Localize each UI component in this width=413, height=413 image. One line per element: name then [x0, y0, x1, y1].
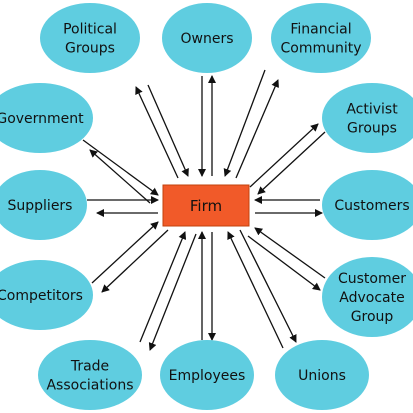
government-to-firm-arrow [82, 139, 159, 196]
political-groups-ellipse [40, 3, 140, 73]
suppliers-ellipse [0, 170, 87, 240]
competitors-to-firm-arrow [91, 221, 159, 284]
financial-community-from-firm-arrow [235, 79, 279, 179]
employees-node: Employees [160, 340, 254, 410]
firm-box [162, 184, 250, 227]
customer-advocate-group-label: Group [351, 309, 394, 325]
political-groups-label: Political [63, 22, 117, 38]
political-groups-label: Groups [65, 41, 115, 57]
employees-ellipse [160, 340, 254, 410]
employees-label: Employees [169, 368, 246, 384]
financial-community-label: Financial [290, 22, 351, 38]
owners-node: Owners [162, 3, 252, 73]
political-groups-to-firm-arrow [147, 84, 189, 177]
customers-ellipse [322, 170, 413, 240]
trade-associations-from-firm-arrow [148, 233, 197, 351]
government-node: Government [0, 83, 93, 153]
unions-from-firm-arrow [239, 229, 297, 343]
unions-label: Unions [298, 368, 346, 384]
owners-label: Owners [180, 31, 233, 47]
activist-groups-ellipse [322, 83, 413, 153]
political-groups-from-firm-arrow [135, 86, 179, 179]
competitors-node: Competitors [0, 260, 93, 330]
competitors-ellipse [0, 260, 93, 330]
firm-label: Firm [190, 197, 222, 215]
unions-ellipse [275, 340, 369, 410]
customers-label: Customers [334, 198, 409, 214]
owners-ellipse [162, 3, 252, 73]
government-label: Government [0, 111, 84, 127]
customer-advocate-group-to-firm-arrow [254, 227, 326, 279]
customer-advocate-group-label: Customer [338, 271, 406, 287]
unions-to-firm-arrow [227, 231, 284, 349]
financial-community-ellipse [271, 3, 371, 73]
financial-community-to-firm-arrow [223, 69, 266, 177]
unions-node: Unions [275, 340, 369, 410]
customers-node: Customers [322, 170, 413, 240]
government-ellipse [0, 83, 93, 153]
government-from-firm-arrow [89, 149, 151, 204]
suppliers-node: Suppliers [0, 170, 87, 240]
customer-advocate-group-label: Advocate [339, 290, 404, 306]
nodes-layer: PoliticalGroupsOwnersFinancialCommunityG… [0, 3, 413, 410]
trade-associations-to-firm-arrow [139, 231, 187, 343]
arrows-layer [82, 69, 326, 351]
trade-associations-label: Associations [46, 378, 133, 394]
suppliers-label: Suppliers [8, 198, 73, 214]
trade-associations-label: Trade [70, 359, 109, 375]
competitors-label: Competitors [0, 288, 83, 304]
firm-node: Firm [162, 184, 250, 227]
activist-groups-to-firm-arrow [257, 131, 326, 195]
customer-advocate-group-from-firm-arrow [247, 235, 321, 291]
financial-community-label: Community [280, 41, 361, 57]
competitors-from-firm-arrow [101, 229, 169, 293]
customer-advocate-group-ellipse [322, 257, 413, 337]
trade-associations-ellipse [38, 340, 142, 410]
activist-groups-from-firm-arrow [249, 123, 319, 188]
activist-groups-label: Activist [346, 102, 398, 118]
activist-groups-label: Groups [347, 121, 397, 137]
